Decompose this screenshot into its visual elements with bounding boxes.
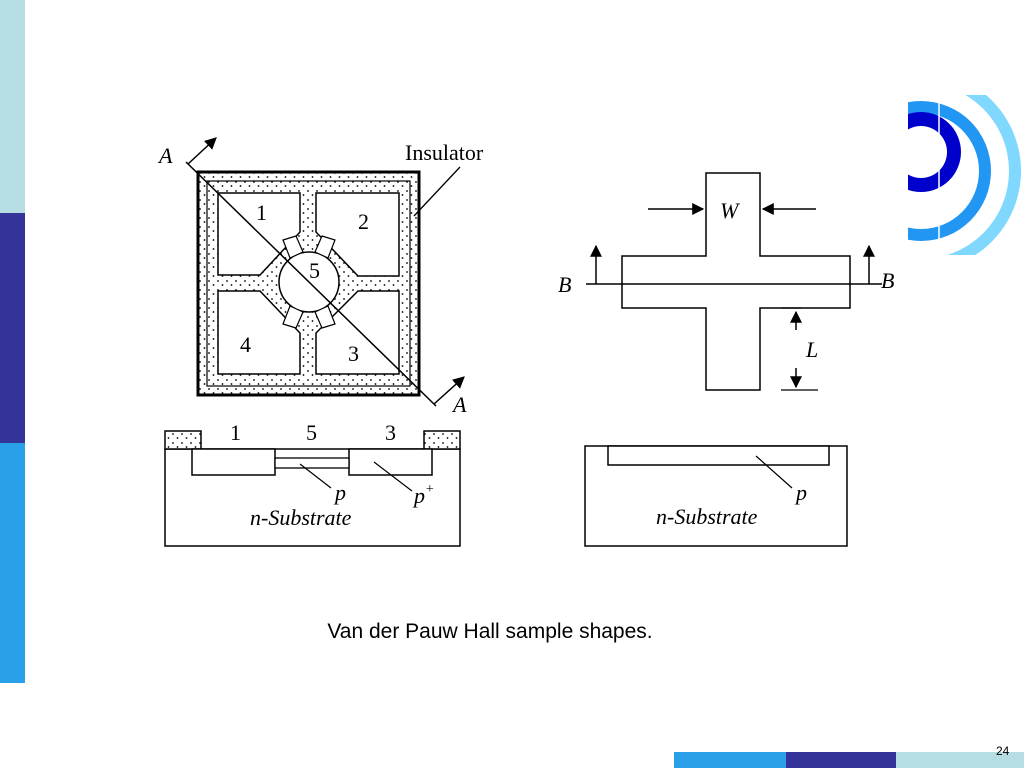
insulator-label: Insulator (405, 140, 484, 165)
cross-section-contact-1: 1 (230, 420, 241, 445)
footer-bar-1 (674, 752, 786, 768)
logo-icon (908, 95, 1021, 255)
substrate-label-left: n-Substrate (250, 505, 352, 530)
p-layer-label: p (794, 480, 807, 505)
contact-number-4: 4 (240, 332, 251, 357)
square-cross-section: 1 5 3 p p+ n-Substrate (164, 420, 461, 547)
insulator-block-left (164, 430, 202, 450)
sidebar-band-top (0, 0, 25, 213)
section-label-b-right: B (881, 268, 894, 293)
contact-pad-2 (315, 192, 400, 277)
sidebar-band-mid (0, 213, 25, 443)
section-label-b-left: B (558, 272, 571, 297)
square-sample-diagram: A A Insulator 1 2 3 4 5 (157, 137, 484, 417)
width-label: W (720, 198, 740, 223)
contact-number-3: 3 (348, 341, 359, 366)
cross-cross-section: p n-Substrate (584, 445, 848, 547)
cross-section-contact-3: 3 (385, 420, 396, 445)
section-label-a-top: A (157, 143, 173, 168)
cross-sample-diagram: B B W L (558, 172, 894, 391)
substrate-label-right: n-Substrate (656, 504, 758, 529)
length-label: L (805, 337, 818, 362)
figure-caption: Van der Pauw Hall sample shapes. (327, 620, 653, 643)
contact-pad-4 (217, 290, 301, 375)
footer-bar-2 (786, 752, 896, 768)
p-plus-region-label: p+ (412, 482, 434, 508)
section-label-a-bottom: A (451, 392, 467, 417)
insulator-block-right (423, 430, 461, 450)
contact-number-2: 2 (358, 209, 369, 234)
footer-bar-3 (896, 752, 1024, 768)
p-region-label: p (333, 480, 346, 505)
cross-section-contact-5: 5 (306, 420, 317, 445)
contact-number-1: 1 (256, 200, 267, 225)
contact-number-5: 5 (309, 258, 320, 283)
page-number: 24 (996, 744, 1010, 758)
sidebar-band-bottom (0, 443, 25, 683)
